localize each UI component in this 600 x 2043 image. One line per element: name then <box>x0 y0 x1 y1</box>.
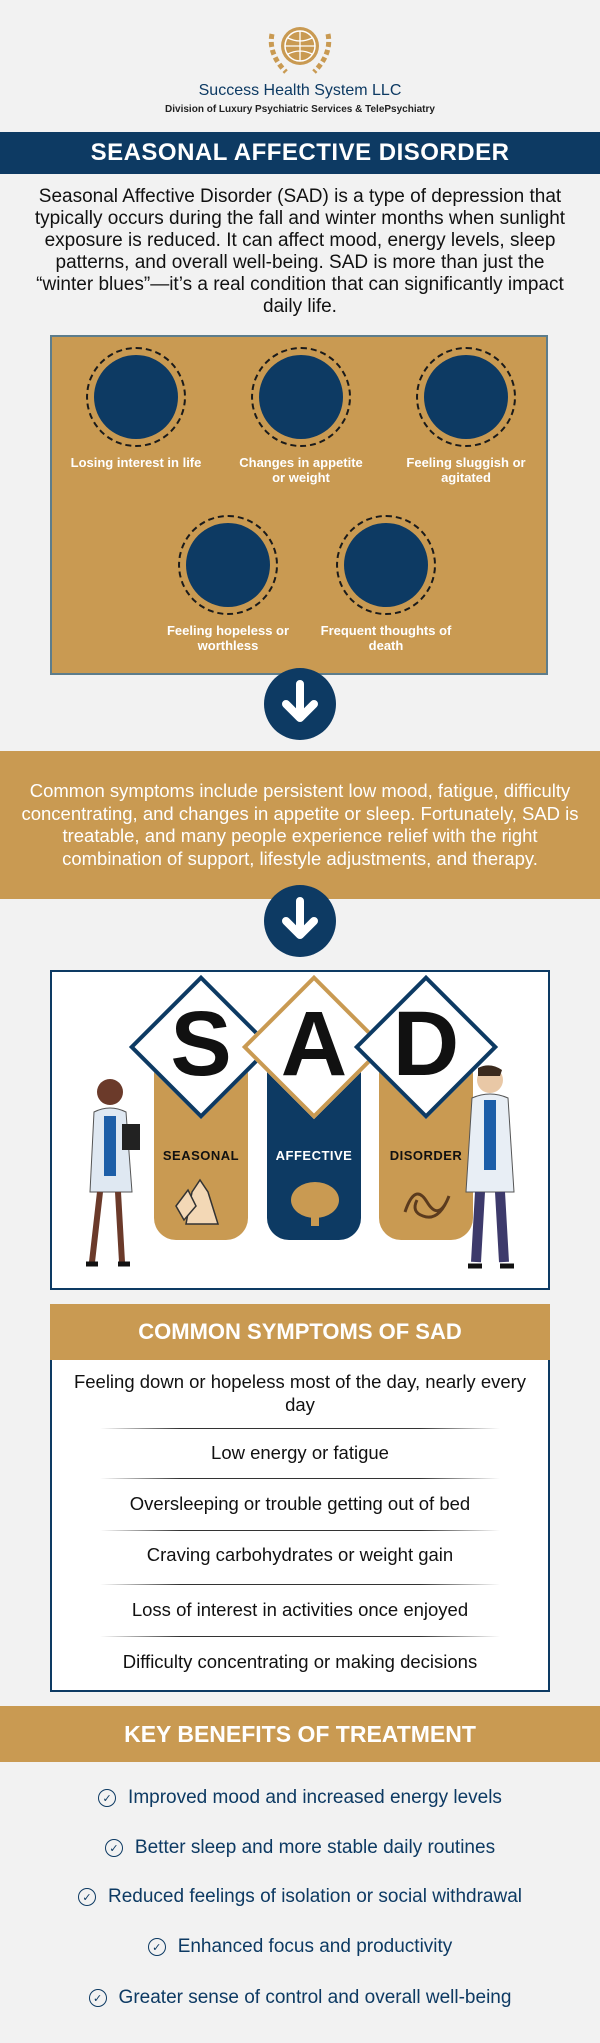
divider <box>100 1428 500 1429</box>
symptom-icon-item: Frequent thoughts of death <box>316 515 456 653</box>
checkmark-icon: ✓ <box>98 1789 117 1807</box>
acronym-word-seasonal: SEASONAL <box>162 1148 240 1163</box>
sad-acronym-panel: S A D SEASONAL AFFECTIVE DISORDER <box>50 970 550 1290</box>
page-title: SEASONAL AFFECTIVE DISORDER <box>0 132 600 174</box>
symptom-icon-item: Feeling hopeless or worthless <box>158 515 298 653</box>
checkmark-icon: ✓ <box>88 1989 107 2007</box>
divider <box>100 1584 500 1585</box>
symptom-icon-label: Feeling sluggish or agitated <box>406 455 526 485</box>
benefit-text: Reduced feelings of isolation or social … <box>107 1886 522 1907</box>
symptom-item: Craving carbohydrates or weight gain <box>146 1544 454 1565</box>
intro-paragraph: Seasonal Affective Disorder (SAD) is a t… <box>34 186 566 317</box>
benefits-heading: KEY BENEFITS OF TREATMENT <box>0 1706 600 1762</box>
checkmark-icon: ✓ <box>77 1888 96 1906</box>
benefit-item: ✓ Reduced feelings of isolation or socia… <box>0 1886 600 1908</box>
symptom-icon-item: Changes in appetite or weight <box>231 347 371 485</box>
acronym-letter-d: D <box>392 993 460 1095</box>
female-doctor-illustration <box>86 1079 140 1267</box>
symptom-icon-label: Changes in appetite or weight <box>239 455 363 485</box>
divider <box>100 1530 500 1531</box>
benefit-text: Better sleep and more stable daily routi… <box>134 1837 496 1858</box>
losing-interest-icon <box>94 355 178 439</box>
acronym-letter-a: A <box>280 993 348 1095</box>
divider <box>100 1636 500 1637</box>
symptom-item: Loss of interest in activities once enjo… <box>131 1599 469 1620</box>
benefit-item: ✓ Enhanced focus and productivity <box>0 1936 600 1958</box>
tangle-icon <box>403 1192 451 1219</box>
company-name: Success Health System LLC <box>198 82 402 99</box>
autumn-leaf-icon <box>175 1178 220 1225</box>
symptom-item: Difficulty concentrating or making decis… <box>122 1651 478 1672</box>
laurel-globe-icon <box>268 27 332 74</box>
symptom-icon-label: Frequent thoughts of death <box>320 623 452 653</box>
benefit-text: Greater sense of control and overall wel… <box>118 1987 512 2008</box>
sluggish-icon <box>424 355 508 439</box>
symptom-icon-label: Losing interest in life <box>70 455 202 470</box>
symptoms-box <box>50 1304 550 1692</box>
down-arrow-icon <box>264 668 336 740</box>
checkmark-icon: ✓ <box>104 1839 123 1857</box>
male-doctor-illustration <box>465 1065 515 1269</box>
hopeless-icon <box>186 523 270 607</box>
benefit-item: ✓ Better sleep and more stable daily rou… <box>0 1837 600 1859</box>
brain-icon <box>291 1182 339 1226</box>
acronym-word-disorder: DISORDER <box>389 1148 463 1163</box>
benefit-item: ✓ Greater sense of control and overall w… <box>0 1987 600 2009</box>
appetite-icon <box>259 355 343 439</box>
summary-text: Common symptoms include persistent low m… <box>21 780 579 869</box>
checkmark-icon: ✓ <box>147 1938 166 1956</box>
symptoms-heading: COMMON SYMPTOMS OF SAD <box>50 1304 550 1360</box>
division-name: Division of Luxury Psychiatric Services … <box>165 104 435 115</box>
down-arrow-icon <box>264 885 336 957</box>
symptom-icon-item: Losing interest in life <box>66 347 206 470</box>
benefit-item: ✓ Improved mood and increased energy lev… <box>0 1787 600 1809</box>
summary-band: Common symptoms include persistent low m… <box>0 751 600 899</box>
acronym-letter-s: S <box>170 993 232 1095</box>
symptom-icon-item: Feeling sluggish or agitated <box>396 347 536 485</box>
divider <box>100 1478 500 1479</box>
symptom-icons-panel: Losing interest in life Changes in appet… <box>50 335 548 675</box>
acronym-word-affective: AFFECTIVE <box>275 1148 353 1163</box>
symptom-item: Low energy or fatigue <box>211 1442 389 1463</box>
symptom-icon-label: Feeling hopeless or worthless <box>166 623 290 653</box>
benefit-text: Enhanced focus and productivity <box>177 1936 453 1957</box>
death-thoughts-icon <box>344 523 428 607</box>
symptom-item: Feeling down or hopeless most of the day… <box>73 1371 527 1415</box>
benefit-text: Improved mood and increased energy level… <box>128 1787 502 1808</box>
symptom-item: Oversleeping or trouble getting out of b… <box>129 1493 471 1514</box>
logo <box>250 14 350 84</box>
